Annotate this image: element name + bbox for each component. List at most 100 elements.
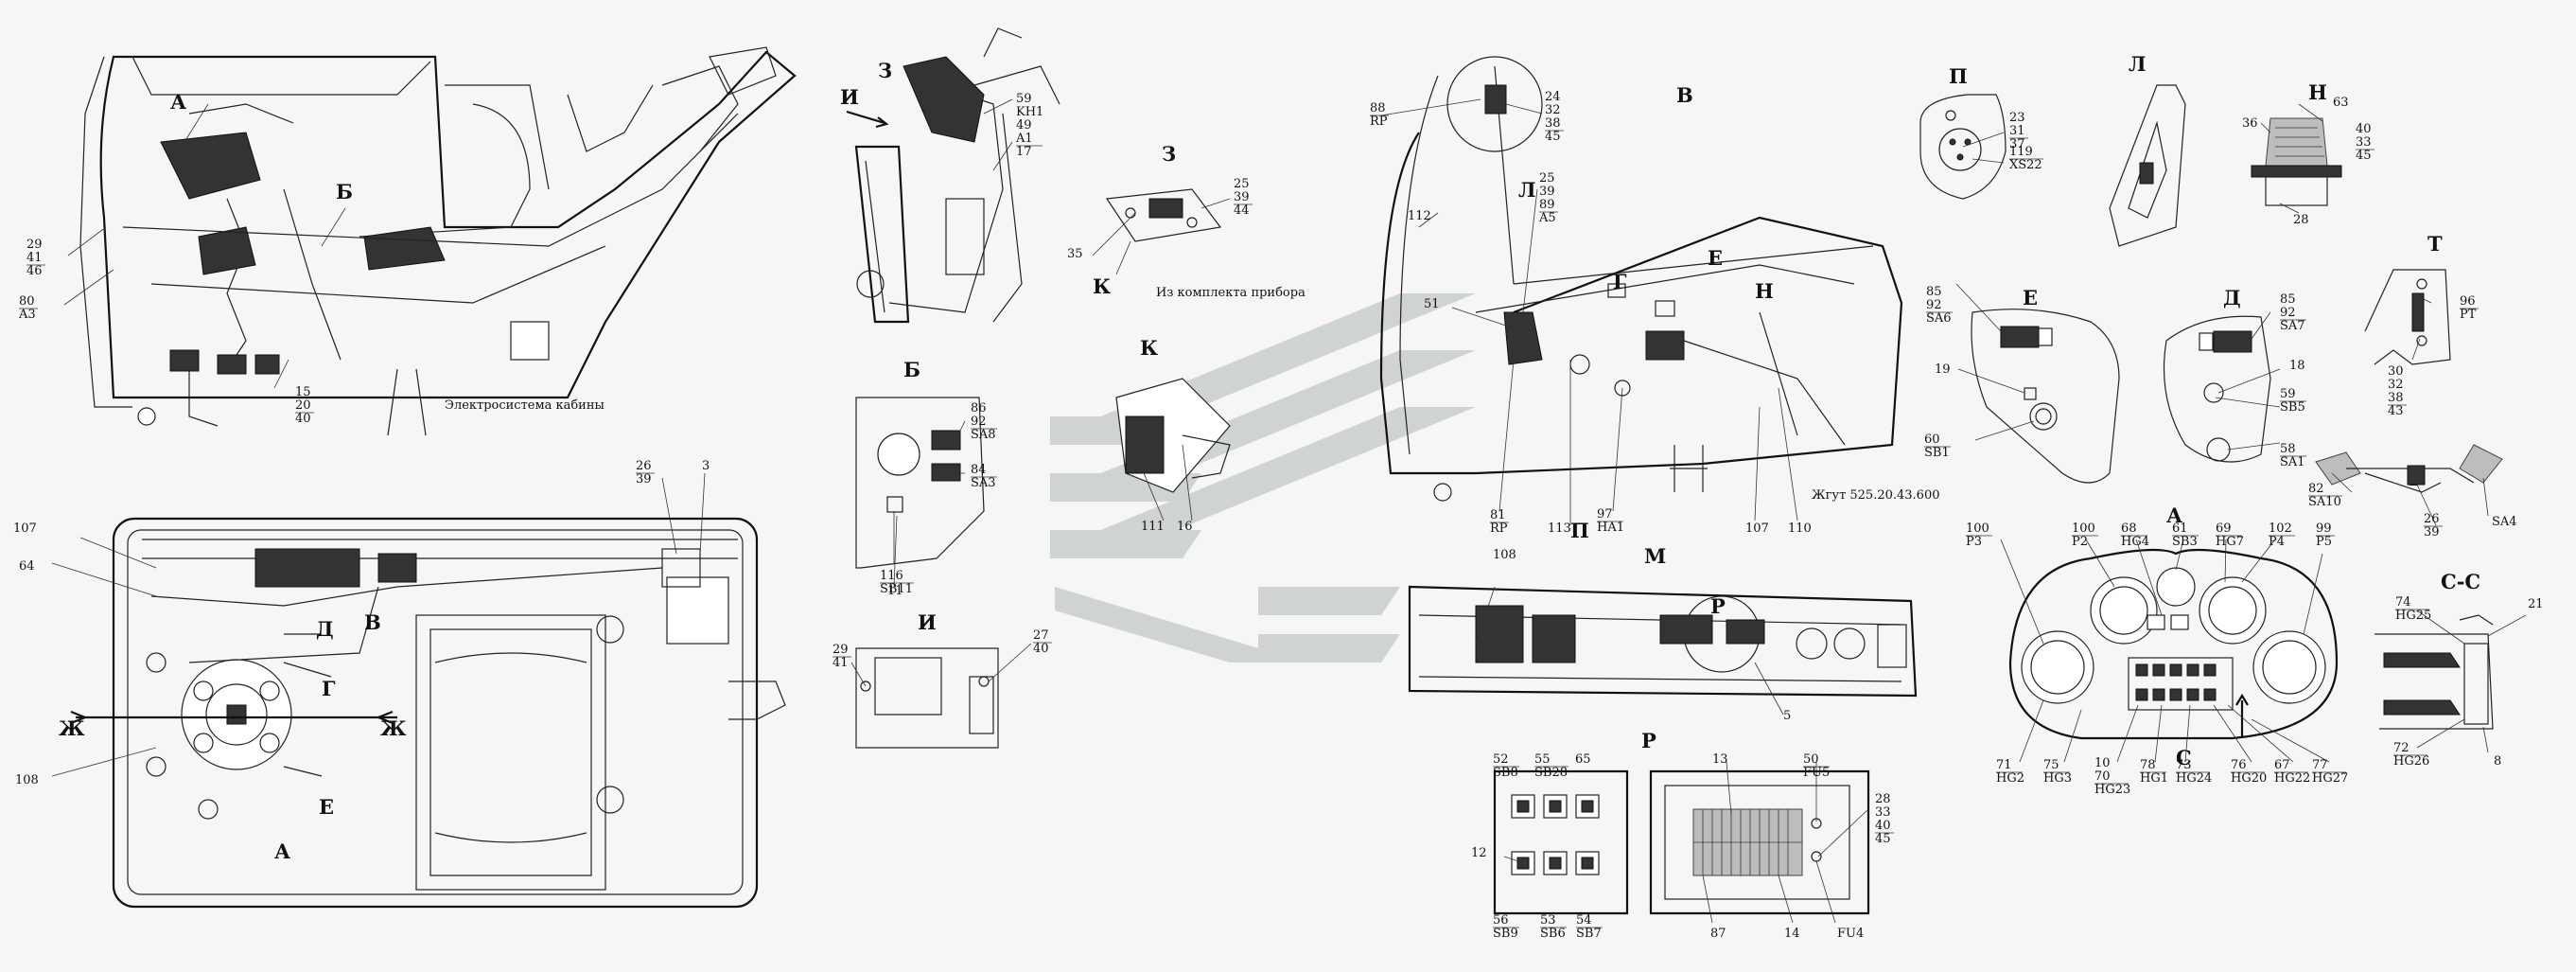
view-title-l: Л: [2129, 52, 2147, 76]
view-label-g: Г: [322, 677, 336, 700]
view-g-steering-switch: [2315, 444, 2503, 493]
callout-c8: 3: [702, 459, 710, 473]
cabin-side-view: [79, 46, 797, 436]
view-label-k-pointer: К: [1093, 274, 1111, 298]
view-title-z: З: [1162, 142, 1176, 166]
callout-c5: 64: [19, 559, 35, 574]
section-mark-c: С: [2176, 746, 2192, 769]
view-label-d: Д: [316, 617, 334, 641]
view-cc-section: [2374, 614, 2494, 730]
view-z-detail: [1105, 188, 1222, 242]
callout-c48: 36: [2242, 116, 2258, 131]
view-i-bracket: [855, 647, 999, 749]
instrument-cluster: [2008, 548, 2339, 740]
view-label-r-m: Р: [1710, 594, 1726, 618]
callout-c24: 51: [1424, 297, 1440, 311]
view-v-cabin-side: [1379, 56, 1903, 502]
callout-c16: 111: [1141, 520, 1165, 534]
callout-c31: 5: [1783, 709, 1791, 723]
view-p-socket: [1919, 94, 2006, 200]
view-title-i: И: [918, 610, 937, 634]
view-title-a-bottom: А: [274, 839, 290, 863]
view-label-v: В: [364, 610, 381, 634]
watermark-logo: [1050, 293, 1476, 663]
view-title-t: Т: [2427, 232, 2443, 256]
callout-c52: 19: [1935, 362, 1951, 377]
view-n-lamp: [2251, 117, 2342, 206]
callout-c44: FU4: [1837, 927, 1864, 941]
callout-c15: 11: [887, 584, 903, 598]
view-title-e-right: Е: [2023, 286, 2038, 309]
view-label-a-top: А: [170, 90, 186, 114]
view-title-b: Б: [903, 358, 920, 381]
callout-c28: 107: [1745, 521, 1769, 536]
callout-c11: 35: [1067, 247, 1083, 261]
callout-c4: 107: [13, 521, 37, 536]
view-label-e: Е: [319, 795, 334, 819]
callout-c47: 63: [2333, 96, 2349, 110]
view-z-steering-column: [854, 27, 1060, 324]
view-m-dashboard: [1408, 585, 1918, 698]
callout-c23: 112: [1408, 209, 1431, 223]
view-d-armrest: [2163, 315, 2271, 463]
view-title-p: П: [1949, 64, 1968, 88]
view-label-b-top: Б: [336, 180, 353, 203]
callout-c62: SA4: [2492, 515, 2517, 529]
view-label-i-main: И: [840, 85, 859, 109]
cabin-top-view-a: [70, 517, 786, 909]
view-title-a-cluster: А: [2166, 504, 2182, 527]
callout-c81: 8: [2494, 754, 2501, 769]
view-t-detail: [2364, 269, 2451, 365]
view-label-l-v: Л: [1518, 178, 1536, 202]
view-label-p-v: П: [1570, 519, 1589, 542]
leader-lines: [51, 98, 2527, 924]
view-b-switch-panel: [855, 397, 985, 569]
note-from-instrument-kit: Из комплекта прибора: [1156, 286, 1306, 300]
view-title-k: К: [1140, 336, 1158, 360]
view-title-m: М: [1644, 544, 1666, 568]
view-title-d-right: Д: [2223, 286, 2241, 309]
callout-c17: 16: [1177, 520, 1193, 534]
view-r-switch-block: [1493, 769, 1629, 915]
callout-c39: 13: [1712, 752, 1728, 767]
callout-c79: 21: [2528, 597, 2544, 611]
callout-c30: 108: [1493, 548, 1516, 562]
section-mark-zh-left: Ж: [59, 716, 85, 740]
note-cabin-electrics: Электросистема кабины: [445, 398, 605, 413]
